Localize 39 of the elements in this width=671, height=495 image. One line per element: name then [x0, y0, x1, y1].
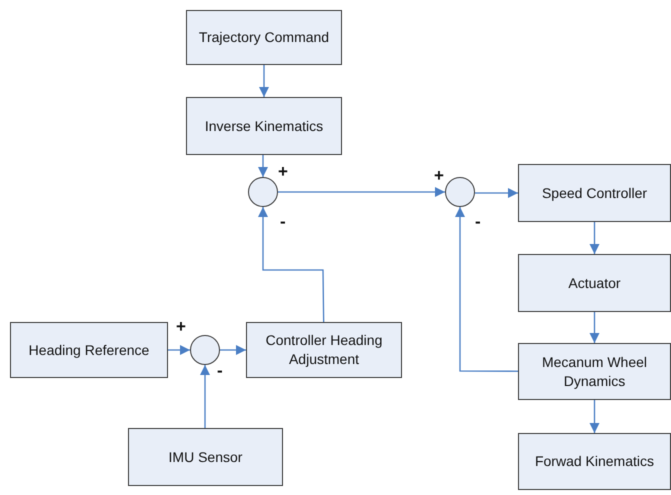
arrow — [259, 65, 269, 97]
process-box — [10, 322, 168, 378]
sign-label: - — [217, 362, 223, 380]
box-label: IMU Sensor — [168, 448, 244, 466]
process-box — [518, 164, 671, 222]
process-box — [186, 97, 342, 155]
process-box — [246, 322, 402, 378]
arrow — [590, 222, 600, 254]
arrow — [220, 345, 246, 355]
box-label: Heading Reference — [28, 340, 150, 360]
process-box — [518, 433, 671, 490]
box-label: Controller Heading Adjustment — [264, 331, 384, 369]
sign-label: + — [434, 167, 444, 185]
arrow — [168, 345, 190, 355]
process-box — [518, 254, 671, 312]
arrow — [200, 365, 210, 428]
sign-label: + — [278, 163, 288, 181]
arrow — [455, 207, 518, 372]
box-label: Inverse Kinematics — [204, 116, 324, 136]
summing-junction — [445, 177, 475, 207]
arrow — [590, 312, 600, 343]
process-box — [518, 343, 671, 400]
box-label: Forwad Kinematics — [534, 452, 656, 471]
sign-label: + — [176, 318, 186, 336]
process-box — [186, 10, 342, 65]
arrow — [475, 188, 518, 198]
box-label: Speed Controller — [540, 184, 648, 202]
sign-label: - — [280, 213, 286, 231]
arrow — [278, 187, 445, 197]
arrow — [258, 207, 324, 322]
box-label: Mecanum Wheel Dynamics — [540, 352, 648, 390]
arrow — [258, 155, 268, 177]
box-label: Actuator — [567, 274, 622, 292]
box-label: Trajectory Command — [198, 28, 330, 47]
arrow — [590, 400, 600, 433]
summing-junction — [190, 335, 220, 365]
sign-label: - — [475, 213, 481, 231]
summing-junction — [248, 177, 278, 207]
process-box — [128, 428, 283, 486]
